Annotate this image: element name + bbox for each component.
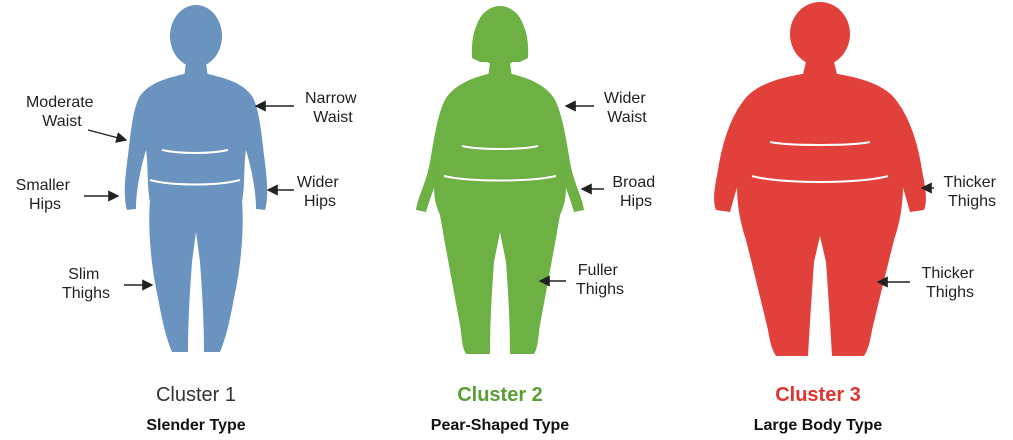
- cluster-3-title: Cluster 3: [775, 384, 861, 406]
- labels-cluster-3: Thicker Thighs Thicker Thighs: [922, 174, 1001, 301]
- label-thicker-thighs-upper: Thicker Thighs: [944, 174, 1001, 210]
- label-moderate-waist: Moderate Waist: [26, 94, 98, 130]
- cluster-2-title: Cluster 2: [457, 384, 543, 406]
- figure-cluster-2: [416, 6, 584, 354]
- cluster-2-subtitle: Pear-Shaped Type: [431, 417, 570, 434]
- captions: Cluster 1 Slender Type Cluster 2 Pear-Sh…: [146, 384, 882, 434]
- silhouette-large: [714, 2, 926, 356]
- label-thicker-thighs-lower: Thicker Thighs: [922, 265, 979, 301]
- label-narrow-waist: Narrow Waist: [305, 90, 361, 126]
- figure-cluster-1: [125, 5, 267, 352]
- label-slim-thighs: Slim Thighs: [62, 266, 110, 302]
- silhouette-slender: [125, 5, 267, 352]
- cluster-1-subtitle: Slender Type: [146, 417, 245, 434]
- label-wider-waist: Wider Waist: [604, 90, 650, 126]
- label-wider-hips: Wider Hips: [297, 174, 343, 210]
- label-smaller-hips: Smaller Hips: [16, 177, 75, 213]
- cluster-1-title: Cluster 1: [156, 384, 236, 406]
- labels-cluster-2: Wider Waist Broad Hips Fuller Thighs: [576, 90, 660, 298]
- cluster-3-subtitle: Large Body Type: [754, 417, 883, 434]
- label-fuller-thighs: Fuller Thighs: [576, 262, 624, 298]
- label-broad-hips: Broad Hips: [612, 174, 659, 210]
- figure-cluster-3: [714, 2, 926, 356]
